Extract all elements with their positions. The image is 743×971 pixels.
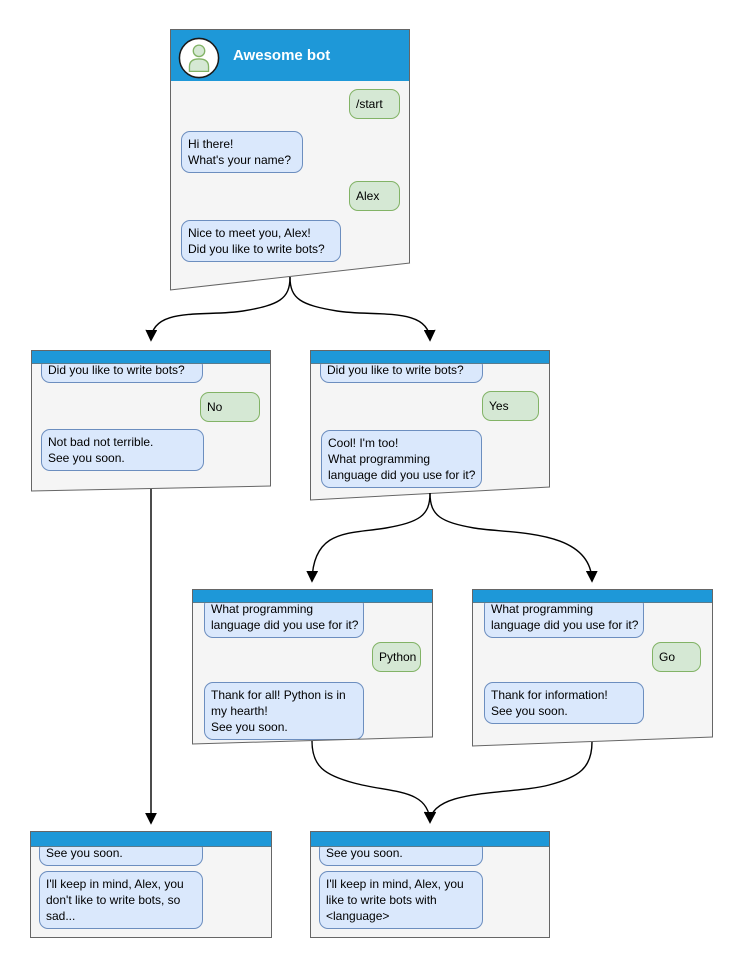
bot-message-bubble: I'll keep in mind, Alex, you like to wri… <box>319 871 483 929</box>
user-message-bubble: Python <box>372 642 421 672</box>
user-message-bubble: Yes <box>482 391 539 421</box>
window-titlebar <box>31 832 271 847</box>
user-message-bubble: /start <box>349 89 400 119</box>
bot-message-bubble: I'll keep in mind, Alex, you don't like … <box>39 871 203 929</box>
bot-message-bubble: Hi there! What's your name? <box>181 131 303 173</box>
connector-go-to-end <box>424 741 593 824</box>
bot-message-bubble: Not bad not terrible. See you soon. <box>41 429 204 471</box>
bot-message-bubble: What programming language did you use fo… <box>204 596 364 638</box>
window-titlebar <box>311 351 549 364</box>
user-message-bubble: Go <box>652 642 701 672</box>
chat-window-start: Awesome bot /start Hi there! What's your… <box>170 29 410 290</box>
bot-avatar-person-icon <box>178 37 220 79</box>
chat-window-python-branch: What programming language did you use fo… <box>192 589 433 744</box>
window-titlebar <box>311 832 549 847</box>
connector-yes-to-go <box>429 492 598 583</box>
user-message-bubble: No <box>200 392 260 422</box>
chat-window-end-no: See you soon. I'll keep in mind, Alex, y… <box>30 831 272 938</box>
connector-start-to-yes <box>289 276 436 342</box>
window-titlebar <box>193 590 432 603</box>
chat-window-end-yes: See you soon. I'll keep in mind, Alex, y… <box>310 831 550 938</box>
chat-window-no-branch: Did you like to write bots? No Not bad n… <box>31 350 271 491</box>
window-title: Awesome bot <box>233 47 331 64</box>
chat-window-go-branch: What programming language did you use fo… <box>472 589 713 746</box>
window-titlebar <box>32 351 270 364</box>
connector-python-to-end <box>311 740 436 824</box>
chat-window-yes-branch: Did you like to write bots? Yes Cool! I'… <box>310 350 550 500</box>
bot-message-bubble: Nice to meet you, Alex! Did you like to … <box>181 220 341 262</box>
bot-message-bubble: What programming language did you use fo… <box>484 596 644 638</box>
bot-message-bubble: Thank for information! See you soon. <box>484 682 644 724</box>
bot-message-bubble: Thank for all! Python is in my hearth! S… <box>204 682 364 740</box>
bot-message-bubble: Cool! I'm too! What programming language… <box>321 430 482 488</box>
window-titlebar <box>473 590 712 603</box>
connector-yes-to-python <box>306 492 431 583</box>
window-titlebar: Awesome bot <box>171 30 409 81</box>
user-message-bubble: Alex <box>349 181 400 211</box>
